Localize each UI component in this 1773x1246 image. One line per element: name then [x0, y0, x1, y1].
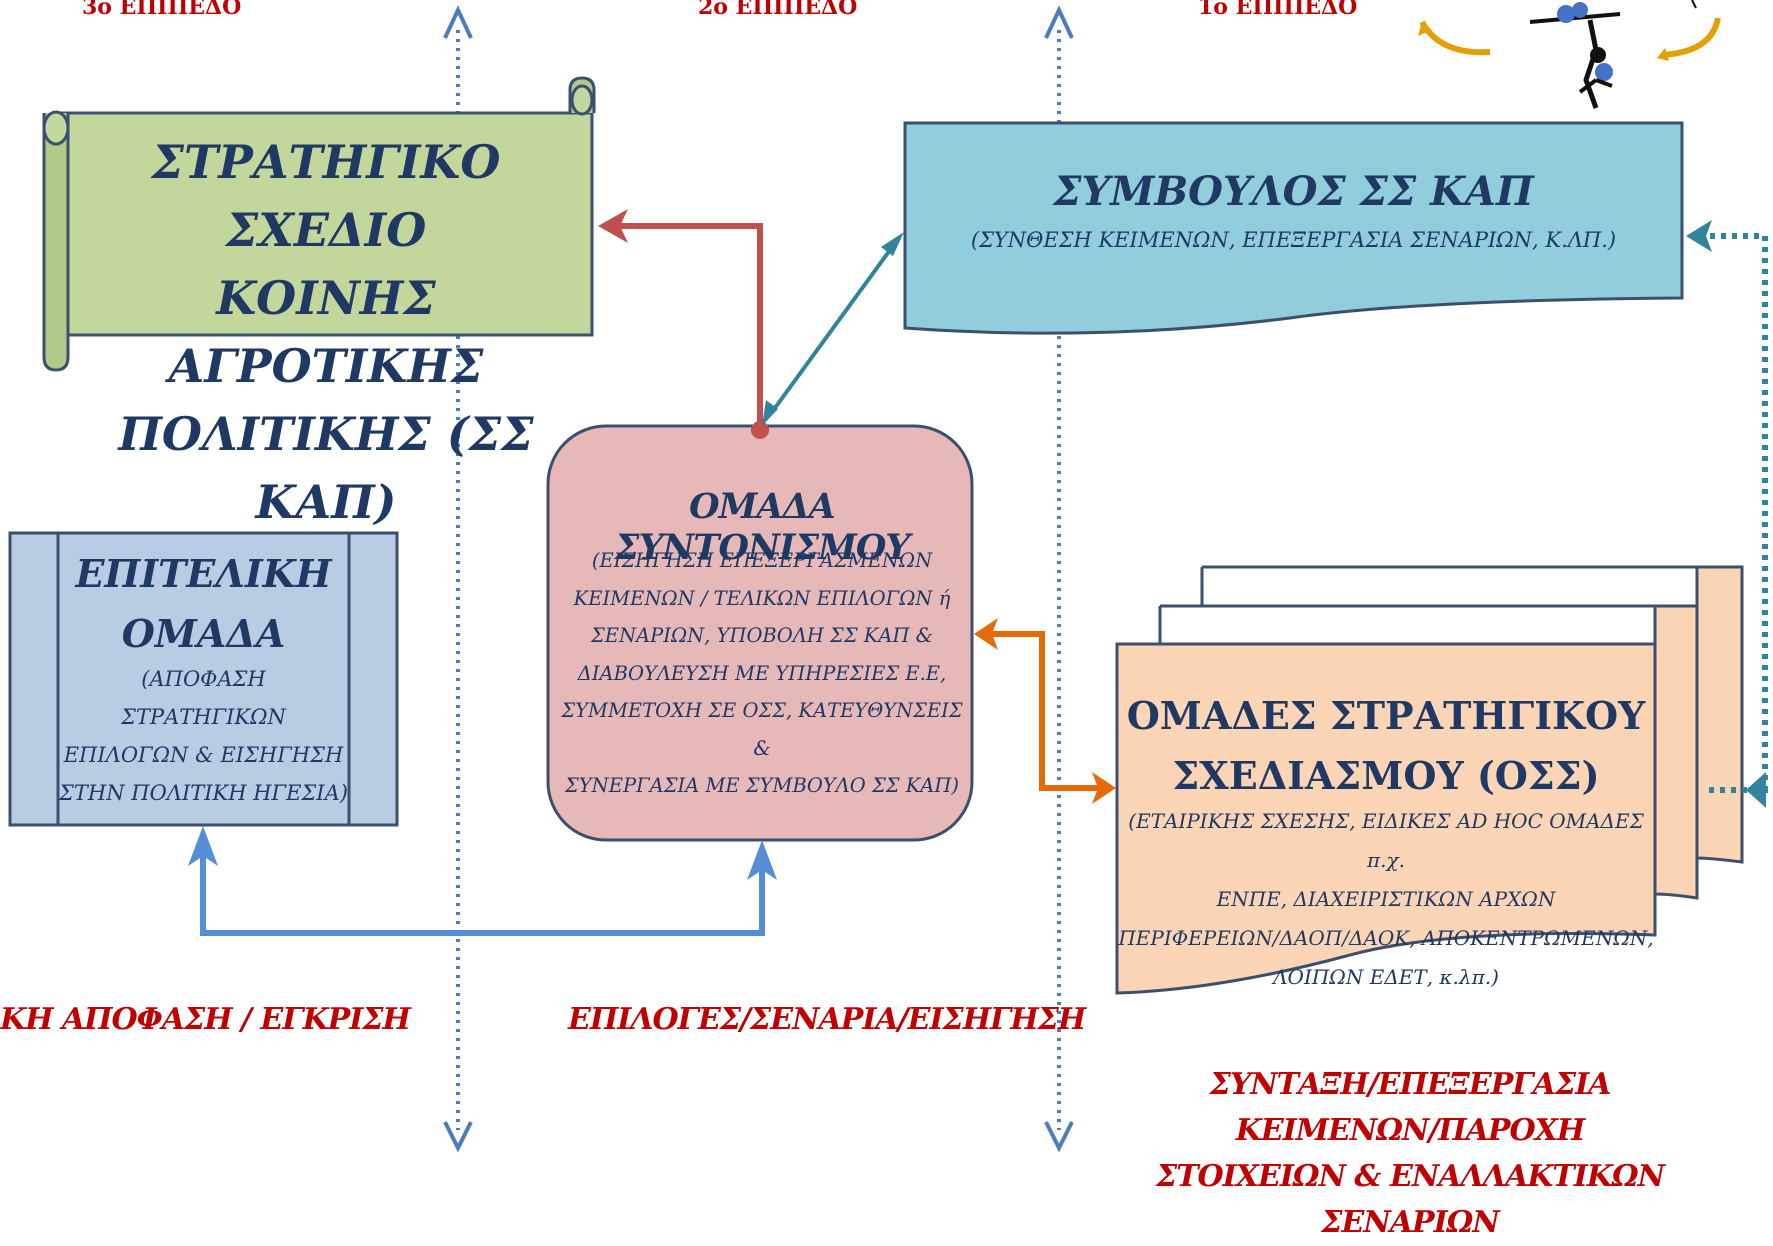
- advisor-subtitle: (ΣΥΝΘΕΣΗ ΚΕΙΜΕΝΩΝ, ΕΠΕΞΕΡΓΑΣΙΑ ΣΕΝΑΡΙΩΝ,…: [970, 228, 1617, 252]
- planning-groups-stack: [1115, 565, 1744, 995]
- level-1-label: 1ο ΕΠΙΠΕΔΟ: [1198, 0, 1358, 20]
- coordination-advisor-arrow: [762, 232, 904, 426]
- coordination-groups-arrow: [974, 618, 1116, 804]
- submit-arrow: [598, 209, 769, 439]
- feedback-dotted-arrow: [1686, 220, 1768, 808]
- groups-sub-4: ΛΟΙΠΩΝ ΕΔΕΤ, κ.λπ.): [1273, 965, 1499, 989]
- coordination-subtitle: (ΕΙΣΗΓΗΣΗ ΕΠΕΞΕΡΓΑΣΜΕΝΩΝ ΚΕΙΜΕΝΩΝ / ΤΕΛΙ…: [552, 542, 972, 805]
- level-2-label: 2ο ΕΠΙΠΕΔΟ: [698, 0, 858, 20]
- executive-title-1: ΕΠΙΤΕΛΙΚΗ: [75, 551, 332, 596]
- stage-decision-label: ΚΗ ΑΠΟΦΑΣΗ / ΕΓΚΡΙΣΗ: [0, 1002, 411, 1037]
- groups-sub-1: (ΕΤΑΙΡΙΚΗΣ ΣΧΕΣΗΣ, ΕΙΔΙΚΕΣ AD HOC ΟΜΑΔΕΣ…: [1128, 809, 1644, 872]
- stage-drafting-label: ΣΥΝΤΑΞΗ/ΕΠΕΞΕΡΓΑΣΙΑ ΚΕΙΜΕΝΩΝ/ΠΑΡΟΧΗ ΣΤΟΙ…: [1112, 1062, 1708, 1246]
- approval-arrows: [188, 826, 777, 936]
- groups-title-2: ΣΧΕΔΙΑΣΜΟΥ (ΟΣΣ): [1172, 753, 1600, 798]
- strategic-plan-scroll: [42, 76, 596, 372]
- stage-options-label: ΕΠΙΛΟΓΕΣ/ΣΕΝΑΡΙΑ/ΕΙΣΗΓΗΣΗ: [568, 1002, 1086, 1037]
- advisor-document-shape: [903, 121, 1684, 335]
- groups-sub-3: ΠΕΡΙΦΕΡΕΙΩΝ/ΔΑΟΠ/ΔΑΟΚ, ΑΠΟΚΕΝΤΡΩΜΕΝΩΝ,: [1118, 926, 1654, 950]
- executive-subtitle: (ΑΠΟΦΑΣΗ ΣΤΡΑΤΗΓΙΚΩΝ ΕΠΙΛΟΓΩΝ & ΕΙΣΗΓΗΣΗ…: [58, 660, 349, 812]
- executive-sub-2: ΕΠΙΛΟΓΩΝ & ΕΙΣΗΓΗΣΗ: [63, 743, 344, 767]
- groups-sub-2: ΕΝΠΕ, ΔΙΑΧΕΙΡΙΣΤΙΚΩΝ ΑΡΧΩΝ: [1216, 887, 1556, 911]
- groups-title: ΟΜΑΔΕΣ ΣΤΡΑΤΗΓΙΚΟΥ ΣΧΕΔΙΑΣΜΟΥ (ΟΣΣ): [1117, 686, 1655, 806]
- coordination-sub-3: ΣΕΝΑΡΙΩΝ, ΥΠΟΒΟΛΗ ΣΣ ΚΑΠ &: [590, 624, 934, 647]
- coordination-sub-4: ΔΙΑΒΟΥΛΕΥΣΗ ΜΕ ΥΠΗΡΕΣΙΕΣ Ε.Ε,: [577, 661, 947, 685]
- coordination-sub-2: ΚΕΙΜΕΝΩΝ / ΤΕΛΙΚΩΝ ΕΠΙΛΟΓΩΝ ή: [573, 586, 951, 610]
- stage-drafting-line-1: ΣΥΝΤΑΞΗ/ΕΠΕΞΕΡΓΑΣΙΑ ΚΕΙΜΕΝΩΝ/ΠΑΡΟΧΗ: [1209, 1067, 1612, 1148]
- executive-sub-3: ΣΤΗΝ ΠΟΛΙΤΙΚΗ ΗΓΕΣΙΑ): [59, 781, 348, 805]
- logo-climbers-icon: [1418, 0, 1721, 109]
- strategic-plan-title: ΣΤΡΑΤΗΓΙΚΟ ΣΧΕΔΙΟ ΚΟΙΝΗΣ ΑΓΡΟΤΙΚΗΣ ΠΟΛΙΤ…: [86, 128, 566, 536]
- plan-line-2: ΚΟΙΝΗΣ ΑΓΡΟΤΙΚΗΣ: [168, 271, 484, 393]
- groups-subtitle: (ΕΤΑΙΡΙΚΗΣ ΣΧΕΣΗΣ, ΕΙΔΙΚΕΣ AD HOC ΟΜΑΔΕΣ…: [1117, 802, 1655, 997]
- executive-team-box: [8, 531, 399, 827]
- plan-line-1: ΣΤΡΑΤΗΓΙΚΟ ΣΧΕΔΙΟ: [151, 135, 501, 257]
- coordination-sub-6: ΣΥΝΕΡΓΑΣΙΑ ΜΕ ΣΥΜΒΟΥΛΟ ΣΣ ΚΑΠ): [565, 774, 959, 797]
- level-3-label: 3ο ΕΠΙΠΕΔΟ: [82, 0, 242, 20]
- executive-title-2: ΟΜΑΔΑ: [121, 611, 286, 656]
- groups-title-1: ΟΜΑΔΕΣ ΣΤΡΑΤΗΓΙΚΟΥ: [1126, 693, 1646, 738]
- coordination-sub-1: (ΕΙΣΗΓΗΣΗ ΕΠΕΞΕΡΓΑΣΜΕΝΩΝ: [591, 549, 933, 572]
- diagram-canvas: [8, 0, 1768, 1152]
- executive-title: ΕΠΙΤΕΛΙΚΗ ΟΜΑΔΑ: [58, 544, 349, 664]
- plan-line-3: ΠΟΛΙΤΙΚΗΣ (ΣΣ ΚΑΠ): [118, 407, 534, 529]
- coordination-sub-5: ΣΥΜΜΕΤΟΧΗ ΣΕ ΟΣΣ, ΚΑΤΕΥΘΥΝΣΕΙΣ &: [561, 699, 963, 760]
- advisor-title: ΣΥΜΒΟΥΛΟΣ ΣΣ ΚΑΠ: [1053, 168, 1534, 215]
- separator-left: [443, 5, 473, 1152]
- executive-sub-1: (ΑΠΟΦΑΣΗ ΣΤΡΑΤΗΓΙΚΩΝ: [121, 667, 286, 729]
- stage-drafting-line-2: ΣΤΟΙΧΕΙΩΝ & ΕΝΑΛΛΑΚΤΙΚΩΝ ΣΕΝΑΡΙΩΝ: [1155, 1159, 1665, 1240]
- separator-right: [1044, 5, 1074, 1152]
- coordination-title: ΟΜΑΔΑ ΣΥΝΤΟΝΙΣΜΟΥ: [614, 486, 911, 568]
